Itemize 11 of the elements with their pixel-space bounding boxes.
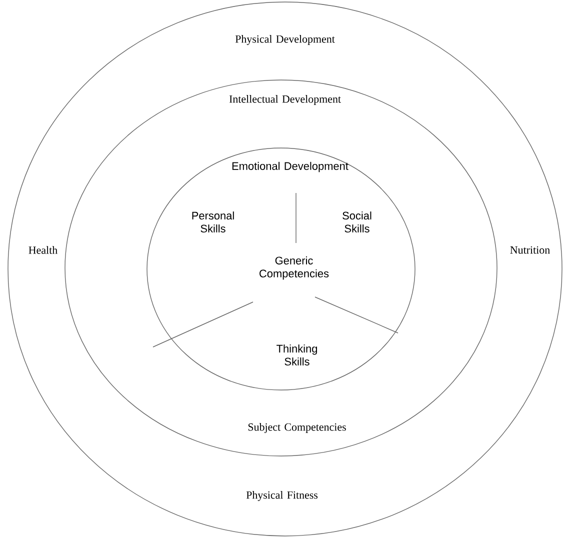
circle-label: Subject Competencies [248,423,346,433]
circle-label: Physical Development [235,35,335,45]
circle-label: Intellectual Development [229,95,341,105]
circle-label: Personal Skills [192,212,234,232]
circle-label: Social Skills [342,212,372,232]
circle-label: Nutrition [510,246,550,254]
circle-label: Health [28,246,58,254]
circle-label: Thinking Skills [276,344,317,366]
circle-label: Physical Fitness [246,491,318,501]
circle-label: Emotional Development [232,162,348,172]
circle-label: Generic Competencies [260,256,329,280]
